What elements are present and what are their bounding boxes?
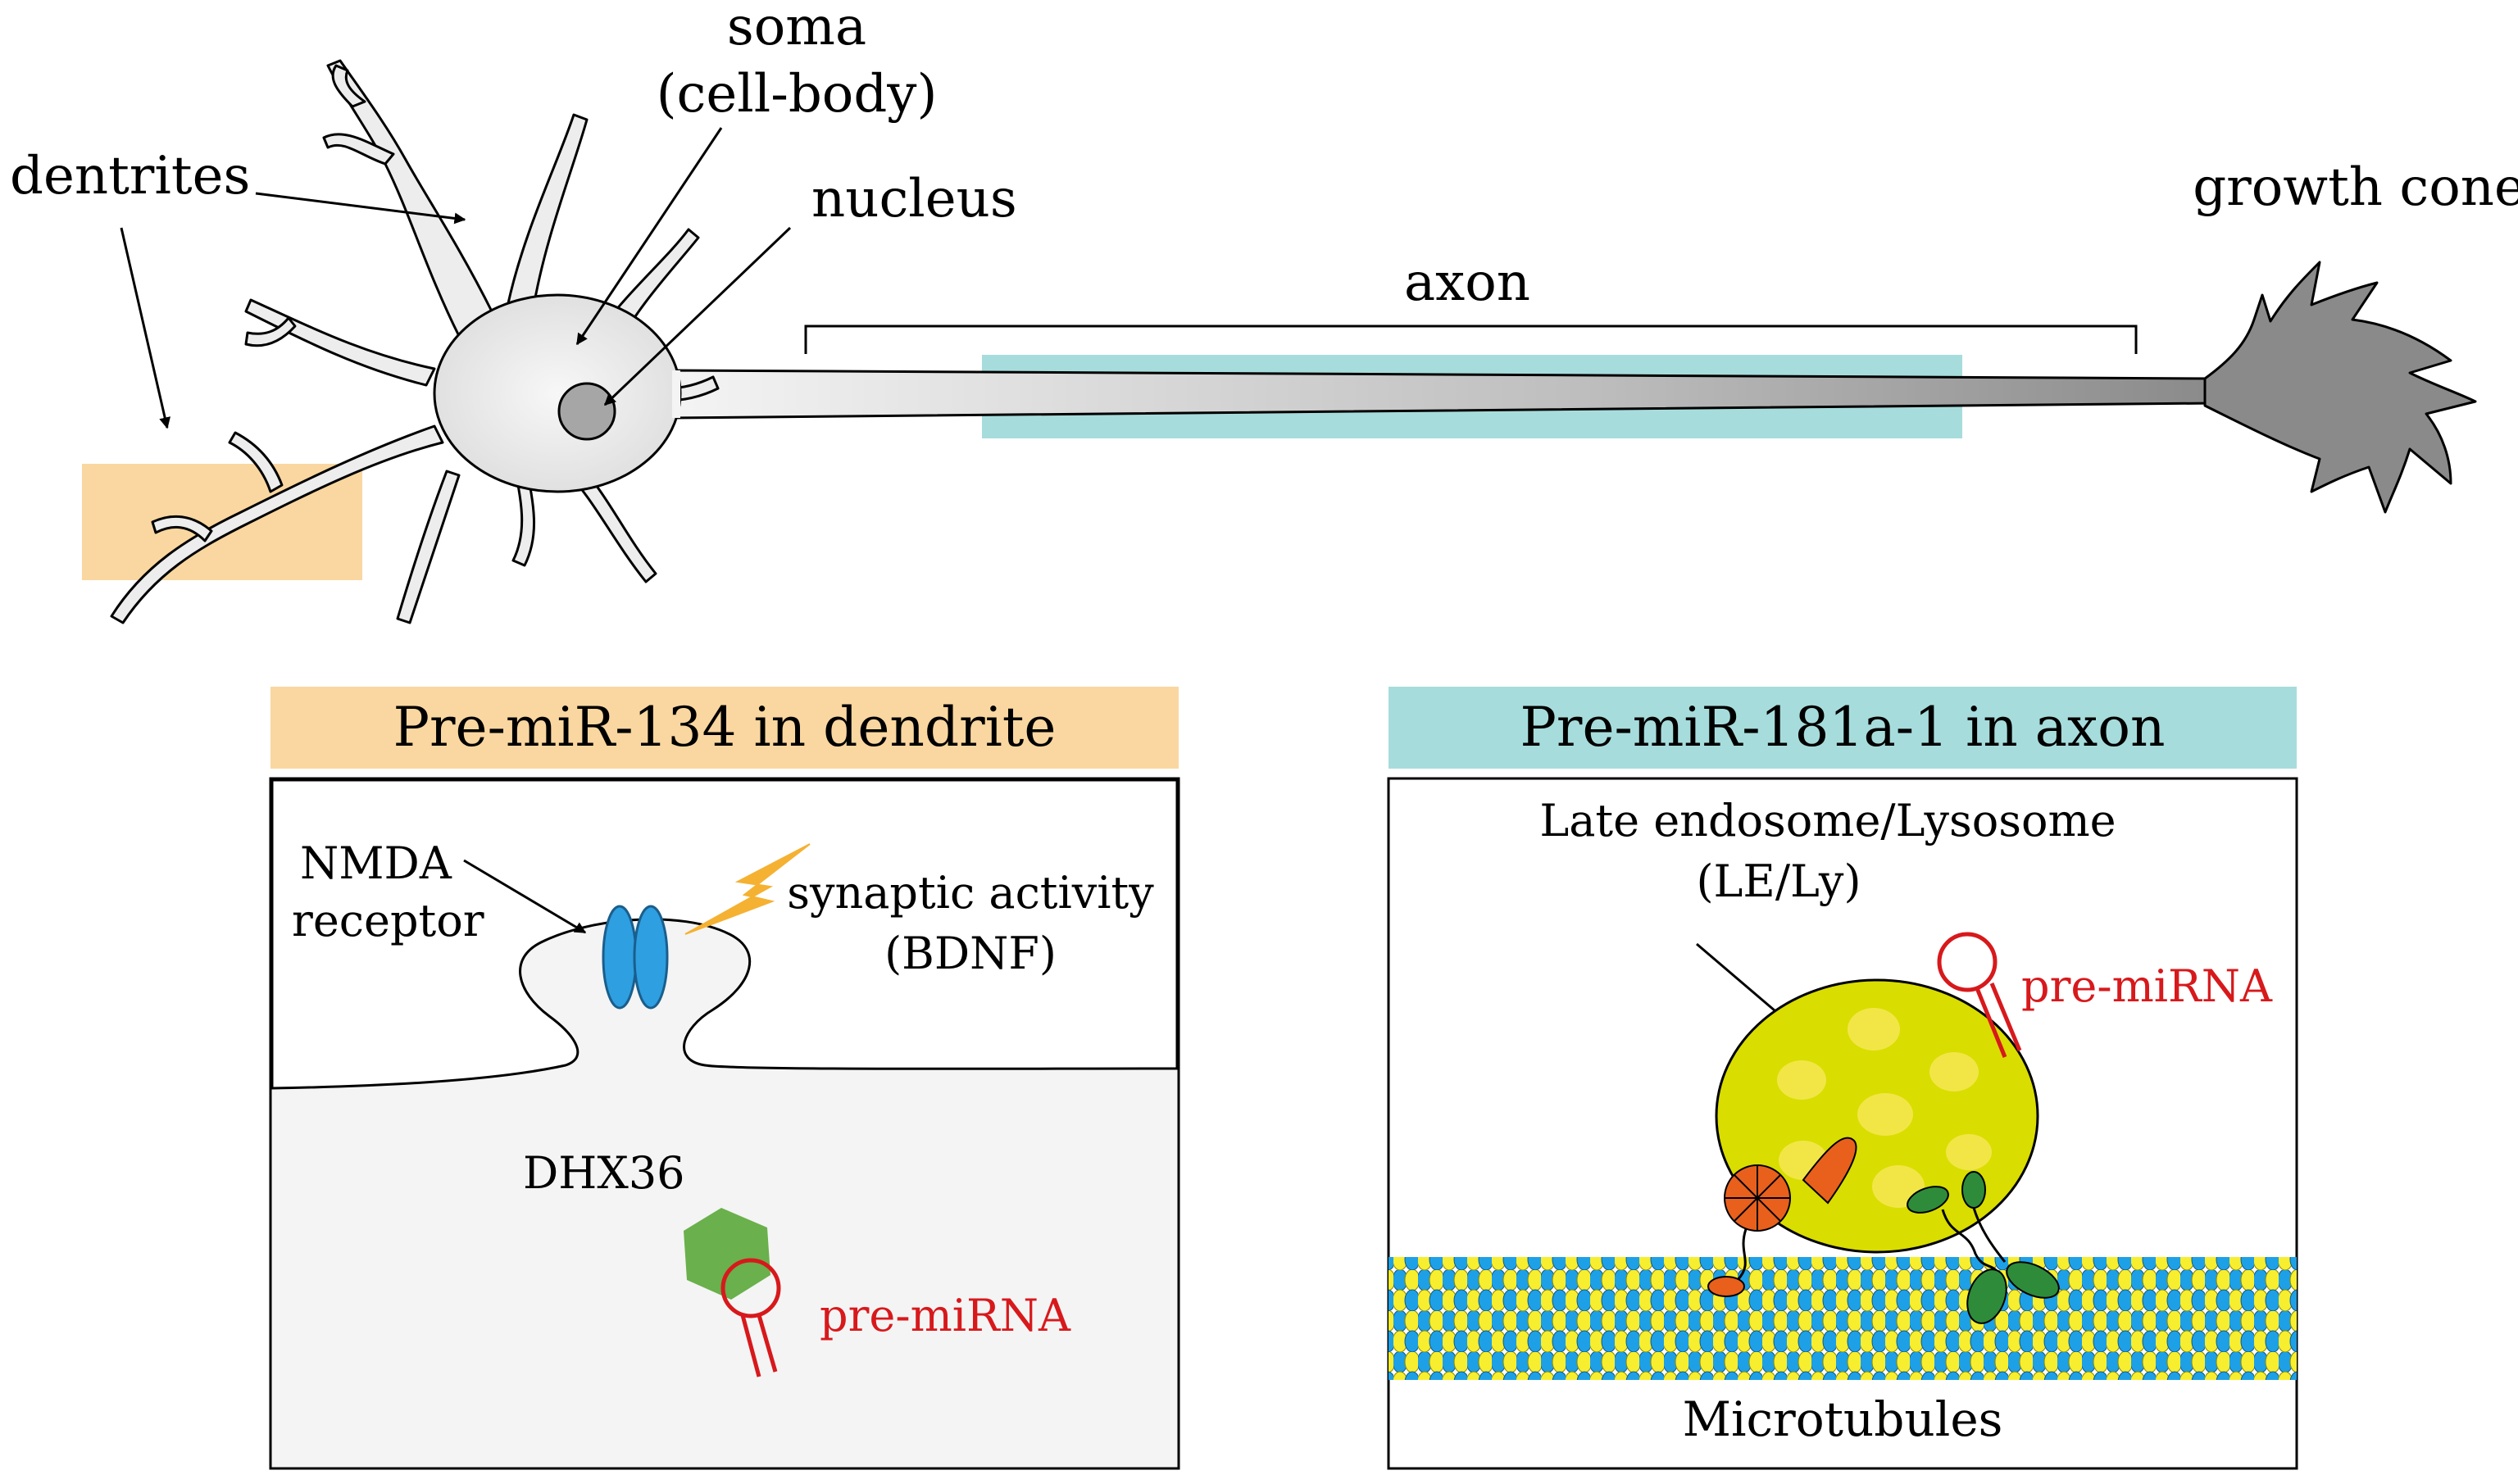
nucleus-arrow — [603, 226, 792, 406]
premirna-hairpin-dendrite — [720, 1258, 781, 1377]
axon-bracket — [804, 324, 2138, 354]
dhx36-hexagon — [684, 1208, 770, 1300]
label-growth-cone: growth cone — [2193, 157, 2518, 218]
dynein-motor — [1707, 1137, 1857, 1297]
label-dentrites: dentrites — [10, 146, 250, 206]
premirna-label-axon: pre-miRNA — [2021, 960, 2273, 1012]
dendrite-panel-header — [270, 687, 1179, 769]
dentrites-arrow-1 — [255, 192, 466, 225]
nmda-label-1: NMDA — [300, 837, 452, 889]
kinesin-motor — [1907, 1171, 2060, 1324]
nmda-arrow — [463, 859, 587, 934]
nmda-label-2: receptor — [292, 895, 484, 946]
dentrites-arrow-2 — [120, 227, 171, 429]
dhx36-label: DHX36 — [523, 1147, 685, 1199]
axon-shaft — [670, 369, 2215, 420]
le-ly-label: (LE/Ly) — [1696, 855, 1861, 907]
soma — [433, 293, 682, 493]
axon-panel-header — [1389, 687, 2297, 769]
nmda-receptor-right — [633, 905, 669, 1010]
microtubules — [1389, 1257, 2297, 1380]
synaptic-activity-label: synaptic activity — [787, 867, 1154, 919]
dendrite-panel: Pre-miR-134 in dendrite NMDA receptor sy… — [269, 687, 1180, 1470]
axon-panel: Pre-miR-181a-1 in axon Late endosome/Lys… — [1387, 687, 2298, 1470]
bdnf-label: (BDNF) — [884, 928, 1057, 979]
dendrite-panel-title: Pre-miR-134 in dendrite — [393, 696, 1057, 759]
late-endosome-label: Late endosome/Lysosome — [1539, 795, 2116, 846]
nmda-receptor-left — [602, 905, 638, 1010]
label-axon: axon — [1404, 252, 1530, 313]
neuron-illustration: soma (cell-body) dentrites nucleus axon … — [10, 0, 2518, 624]
label-nucleus: nucleus — [811, 169, 1017, 229]
lightning-icon — [684, 843, 811, 935]
label-soma: soma — [727, 0, 866, 57]
premirna-hairpin-axon — [1937, 932, 2022, 1058]
growth-cone — [2203, 261, 2477, 514]
dendrite-membrane — [270, 778, 1179, 1090]
nucleus — [557, 382, 616, 441]
soma-arrow — [575, 127, 723, 346]
premirna-label-dendrite: pre-miRNA — [820, 1290, 1071, 1341]
label-soma-sub: (cell-body) — [657, 64, 938, 125]
axon-panel-title: Pre-miR-181a-1 in axon — [1520, 696, 2165, 759]
microtubules-label: Microtubules — [1683, 1391, 2003, 1447]
